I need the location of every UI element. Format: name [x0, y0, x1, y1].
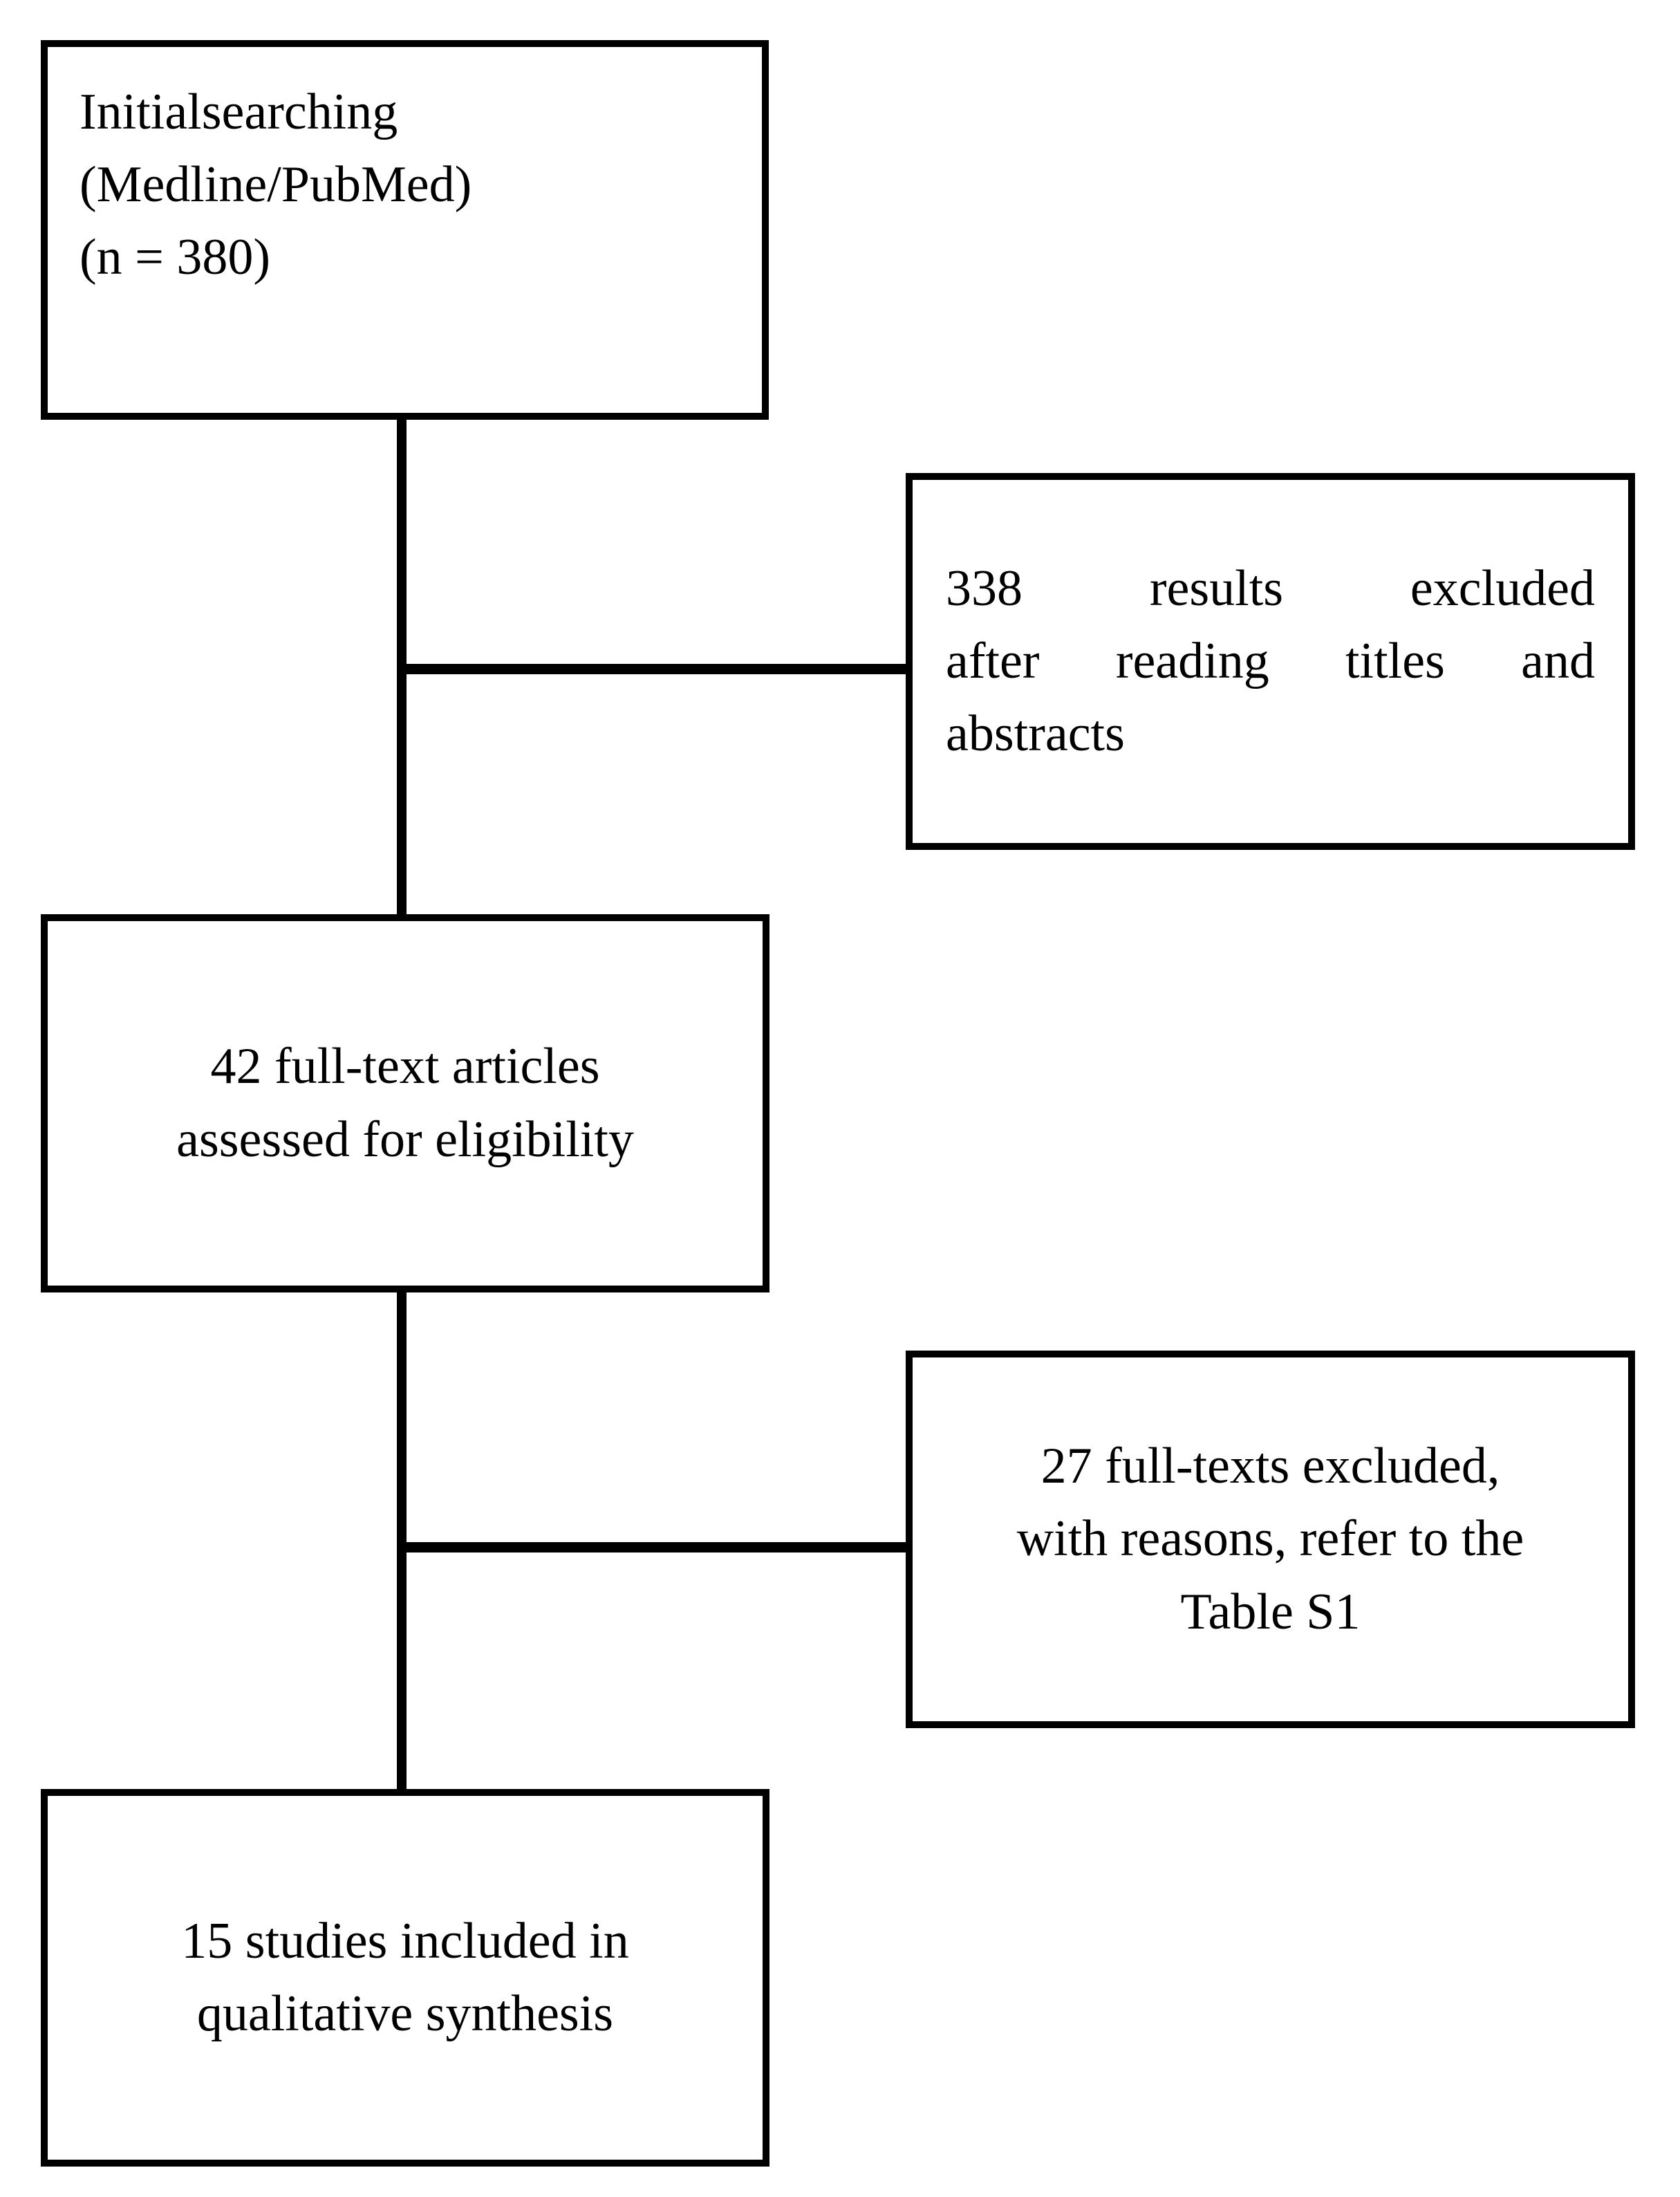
box-excluded-titles-line-2: after reading titles and	[946, 632, 1595, 689]
box-initial-search-line-1: Initialsearching	[80, 76, 730, 149]
box-fulltext-assessed-line-1: 42 full-text articles	[210, 1038, 600, 1095]
box-studies-included-line-2: qualitative synthesis	[196, 1985, 614, 2042]
box-initial-search-line-1b: searching	[201, 84, 398, 140]
connector-line-to-excluded-fulltext	[397, 1542, 911, 1552]
box-fulltext-assessed-line-2: assessed for eligibility	[176, 1111, 634, 1168]
box-initial-search-text: Initialsearching (Medline/PubMed) (n = 3…	[48, 47, 762, 294]
box-excluded-after-titles-abstracts: 338 results excluded after reading title…	[906, 473, 1635, 850]
connector-line-to-excluded-titles	[397, 664, 911, 674]
box-studies-included-line-1: 15 studies included in	[181, 1912, 629, 1969]
box-fulltext-assessed-text: 42 full-text articles assessed for eligi…	[48, 1030, 763, 1176]
box-excluded-fulltext-text: 27 full-texts excluded, with reasons, re…	[913, 1430, 1628, 1648]
connector-line-assessed-to-included	[397, 1288, 407, 1795]
box-excluded-fulltext-line-3: Table S1	[1180, 1583, 1361, 1640]
box-excluded-titles-text: 338 results excluded after reading title…	[913, 553, 1628, 770]
box-excluded-titles-line-1: 338 results excluded	[946, 559, 1595, 617]
box-fulltext-assessed-eligibility: 42 full-text articles assessed for eligi…	[41, 914, 769, 1292]
box-excluded-fulltexts-with-reasons: 27 full-texts excluded, with reasons, re…	[906, 1351, 1635, 1728]
box-initial-search-line-1a: Initial	[80, 84, 202, 140]
box-studies-included-text: 15 studies included in qualitative synth…	[48, 1905, 763, 2050]
box-studies-included-qualitative-synthesis: 15 studies included in qualitative synth…	[41, 1789, 769, 2167]
box-excluded-fulltext-line-2: with reasons, refer to the	[1016, 1510, 1524, 1568]
box-initial-search-line-3: (n = 380)	[80, 229, 271, 286]
box-initial-search-line-2: (Medline/PubMed)	[80, 156, 472, 214]
box-initial-search: Initialsearching (Medline/PubMed) (n = 3…	[41, 40, 769, 420]
box-excluded-fulltext-line-1: 27 full-texts excluded,	[1040, 1438, 1500, 1495]
box-excluded-titles-line-3: abstracts	[946, 705, 1125, 763]
